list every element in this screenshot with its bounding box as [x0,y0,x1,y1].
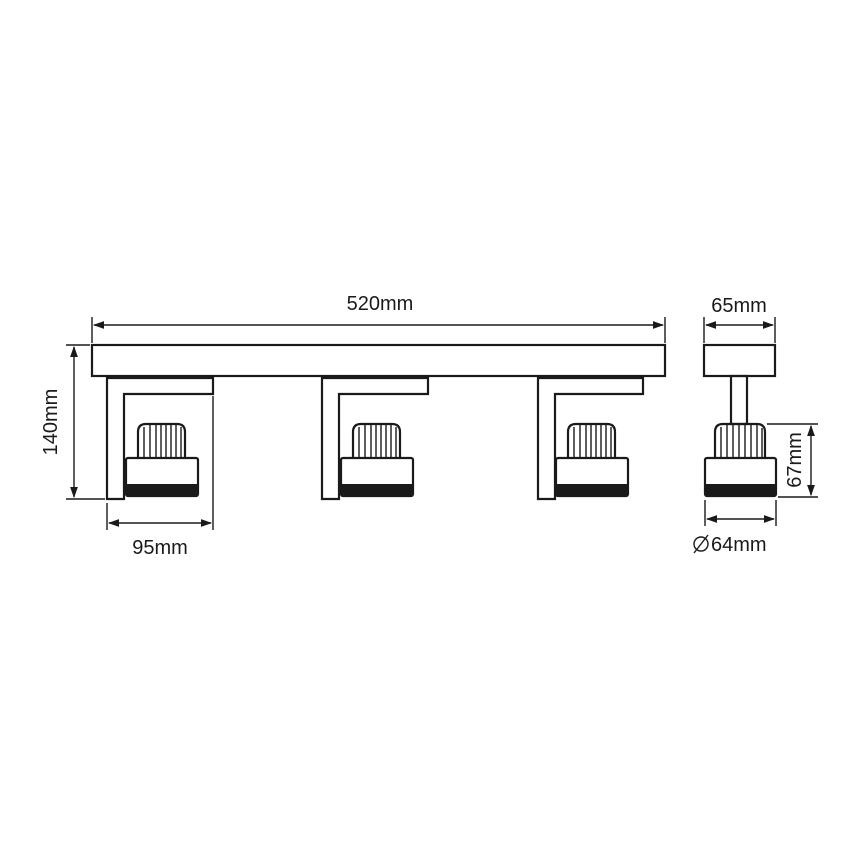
side-arm [729,374,749,426]
side-lamp-lens [705,484,776,497]
dimension-base-depth-label: 65mm [711,295,767,317]
lamp-lens [126,484,198,497]
dimension-head-diameter: 64mm [693,500,777,556]
dimension-head-height-label: 67mm [784,432,806,488]
dimension-height-label: 140mm [40,389,62,456]
lamp-fins [351,422,402,457]
dimension-height: 140mm [40,344,105,500]
lamp-lens [341,484,413,497]
mounting-bar [90,343,667,378]
spotlight-2 [320,376,430,501]
diameter-symbol-icon [693,534,709,554]
dimension-head-diameter-label: 64mm [711,534,767,556]
dimension-bracket-width-label: 95mm [132,537,188,559]
lamp-fins [136,422,187,457]
lamp-lens [556,484,628,497]
bracket [105,376,215,501]
bracket [536,376,645,501]
front-view: 520mm 140mm 95mm [40,293,667,559]
dimension-total-length-label: 520mm [347,293,414,315]
dimension-bracket-width: 95mm [106,396,214,559]
dimension-base-depth: 65mm [703,295,776,343]
spotlight-1 [105,376,215,501]
side-lamp-fins [713,422,767,457]
lamp-fins [566,422,617,457]
dimension-total-length: 520mm [91,293,666,343]
bracket [320,376,430,501]
dimension-head-height: 67mm [767,423,818,498]
side-view: 65mm 67mm 64mm [693,295,818,556]
side-base [702,343,777,378]
spotlight-3 [536,376,645,501]
